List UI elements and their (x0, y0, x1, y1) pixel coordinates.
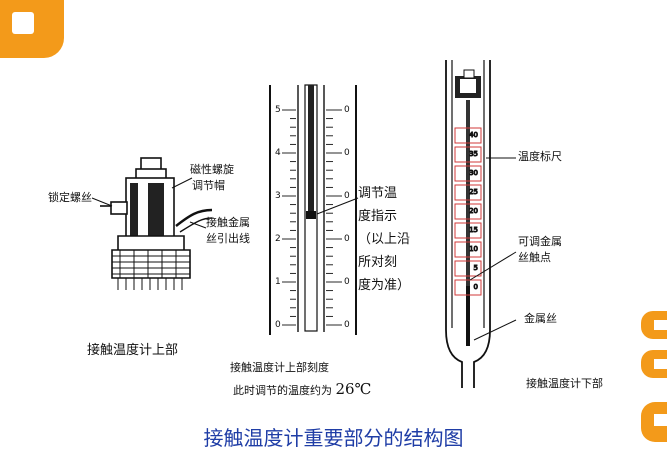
scale-tick-label: 0 (275, 320, 281, 330)
indicator-text: 调节温 度指示 （以上沿 所对刻 度为准） (358, 186, 410, 294)
scale-tick-label: 0 (344, 277, 350, 287)
temperature-setting: 此时调节的温度约为 26℃ (233, 380, 372, 398)
scale-drawing (269, 84, 359, 335)
setting-value: 26℃ (335, 380, 372, 398)
tube-number: 0 (474, 283, 478, 291)
tube-graduation (454, 279, 482, 296)
magnetic-cap-label-2: 调节帽 (192, 179, 225, 192)
square-badge-icon (0, 0, 64, 58)
scale-tick-label: 0 (344, 148, 350, 158)
contact-label-2: 丝触点 (518, 251, 551, 264)
tube-number: 15 (469, 226, 478, 234)
wire-label: 金属丝 (524, 312, 557, 325)
tube-number: 20 (469, 207, 478, 215)
lower-part-drawing: 40 35 30 25 20 15 10 5 0 (445, 60, 517, 388)
indicator-line: 度指示 (358, 209, 398, 224)
indicator-line: 所对刻 (358, 255, 398, 270)
scale-tick-label: 2 (275, 234, 281, 244)
lock-screw-label: 锁定螺丝 (48, 191, 92, 204)
tube-graduation (454, 260, 482, 277)
lower-part-caption: 接触温度计下部 (526, 377, 603, 390)
tube-graduation (454, 146, 482, 163)
indicator-line: （以上沿 (358, 232, 411, 247)
tube-number: 40 (469, 131, 478, 139)
figure-title: 接触温度计重要部分的结构图 (203, 426, 464, 450)
scale-tick-label: 0 (344, 105, 350, 115)
wire-label-1: 接触金属 (206, 216, 250, 229)
tube-number: 25 (469, 188, 478, 196)
scale-tick-label: 0 (344, 234, 350, 244)
scale-tick-label: 5 (275, 105, 281, 115)
upper-part-caption: 接触温度计上部 (87, 343, 179, 358)
side-tab-icon (641, 311, 667, 442)
contact-label-1: 可调金属 (518, 235, 562, 248)
scale-caption: 接触温度计上部刻度 (230, 361, 329, 374)
tube-graduation (454, 203, 482, 220)
tube-graduation (454, 184, 482, 201)
tube-graduation (454, 241, 482, 258)
indicator-line: 调节温 (358, 186, 398, 201)
scale-tick-label: 1 (275, 277, 281, 287)
scale-tick-label: 0 (344, 320, 350, 330)
scale-tick-label: 3 (275, 191, 281, 201)
tube-number: 30 (469, 169, 478, 177)
setting-text: 此时调节的温度约为 (233, 384, 332, 397)
tube-graduation (454, 127, 482, 144)
tube-number: 10 (469, 245, 478, 253)
upper-part-drawing (91, 157, 213, 290)
indicator-line: 度为准） (358, 278, 411, 293)
magnetic-cap-label-1: 磁性螺旋 (190, 163, 234, 176)
tube-graduation (454, 222, 482, 239)
scale-tick-label: 4 (275, 148, 281, 158)
tube-graduation (454, 165, 482, 182)
tube-number: 35 (469, 150, 478, 158)
scale-tick-label: 0 (344, 191, 350, 201)
wire-label-2: 丝引出线 (206, 232, 250, 245)
scale-label: 温度标尺 (518, 150, 562, 163)
tube-number: 5 (474, 264, 478, 272)
